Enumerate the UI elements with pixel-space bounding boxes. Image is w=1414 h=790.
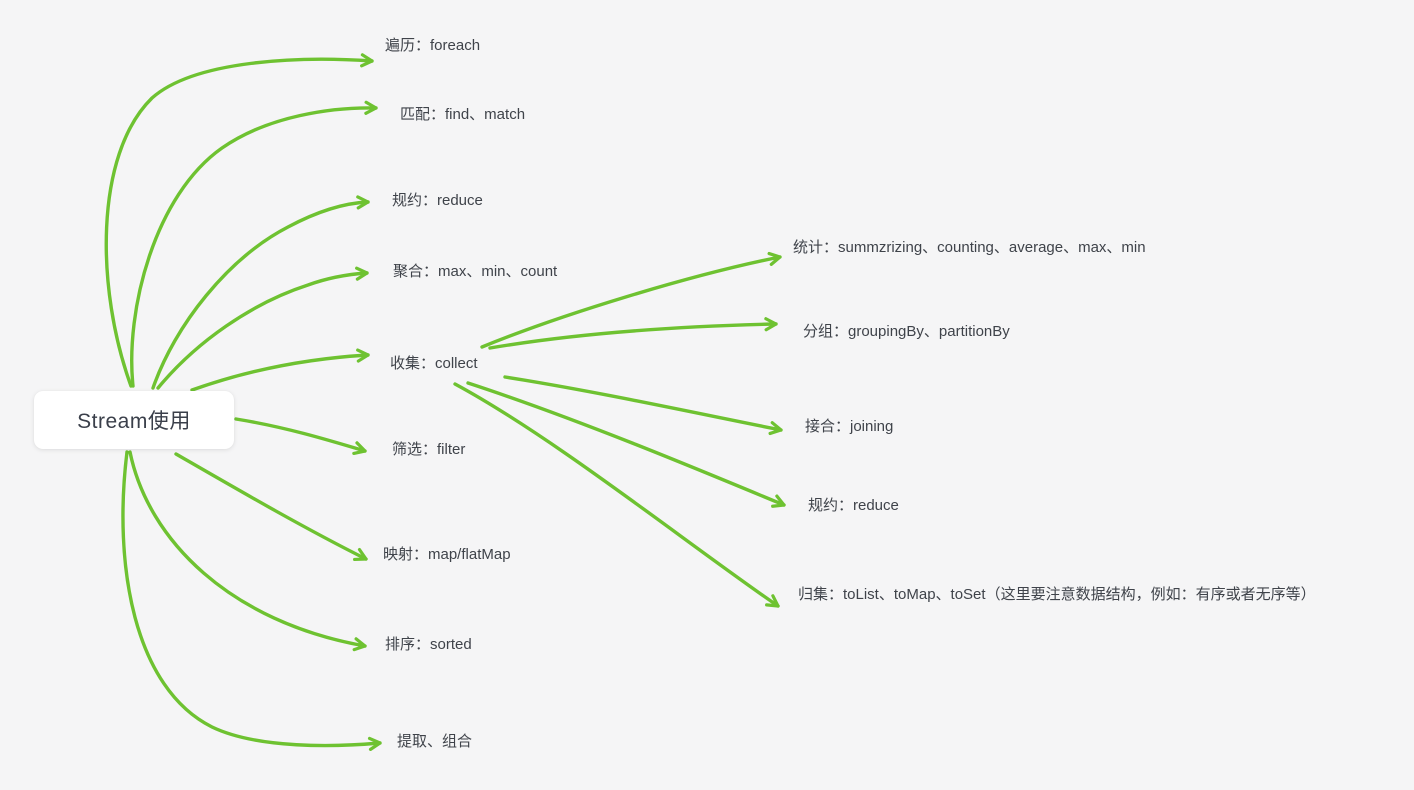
edge-root-to-map — [174, 452, 368, 562]
edge-root-to-aggregate — [156, 266, 369, 390]
edge-collect-to-joining — [503, 375, 783, 436]
branch-reduce[interactable]: 规约：reduce — [392, 192, 483, 209]
branch-sort[interactable]: 排序：sorted — [385, 636, 472, 653]
edge-root-to-collect — [190, 348, 370, 392]
edge-root-to-traverse — [104, 53, 374, 388]
branch-traverse[interactable]: 遍历：foreach — [385, 37, 481, 54]
edge-root-to-filter — [234, 417, 367, 455]
root-node-stream[interactable]: Stream使用 — [34, 391, 234, 449]
edge-collect-to-statistics — [480, 251, 782, 349]
edge-root-to-match — [130, 100, 378, 388]
edge-root-to-sort — [128, 450, 367, 652]
child-joining[interactable]: 接合：joining — [805, 418, 894, 435]
edge-collect-to-tolist — [453, 382, 780, 608]
branch-filter[interactable]: 筛选：filter — [392, 441, 466, 458]
root-node-label: Stream使用 — [77, 410, 191, 433]
edge-collect-to-reduce — [466, 381, 786, 508]
child-tolist[interactable]: 归集：toList、toMap、toSet（这里要注意数据结构，例如：有序或者无… — [798, 586, 1316, 603]
branch-map[interactable]: 映射：map/flatMap — [383, 546, 511, 563]
edge-root-to-reduce — [151, 195, 370, 390]
branch-extract-combine[interactable]: 提取、组合 — [397, 733, 473, 750]
edge-collect-to-grouping — [488, 317, 778, 350]
branch-match[interactable]: 匹配：find、match — [400, 106, 526, 123]
child-grouping[interactable]: 分组：groupingBy、partitionBy — [803, 323, 1010, 340]
child-statistics[interactable]: 统计：summzrizing、counting、average、max、min — [793, 239, 1146, 256]
branch-collect[interactable]: 收集：collect — [390, 355, 478, 372]
edge-root-to-extract — [121, 450, 382, 751]
child-reduce[interactable]: 规约：reduce — [808, 497, 899, 514]
branch-aggregate[interactable]: 聚合：max、min、count — [393, 263, 558, 280]
